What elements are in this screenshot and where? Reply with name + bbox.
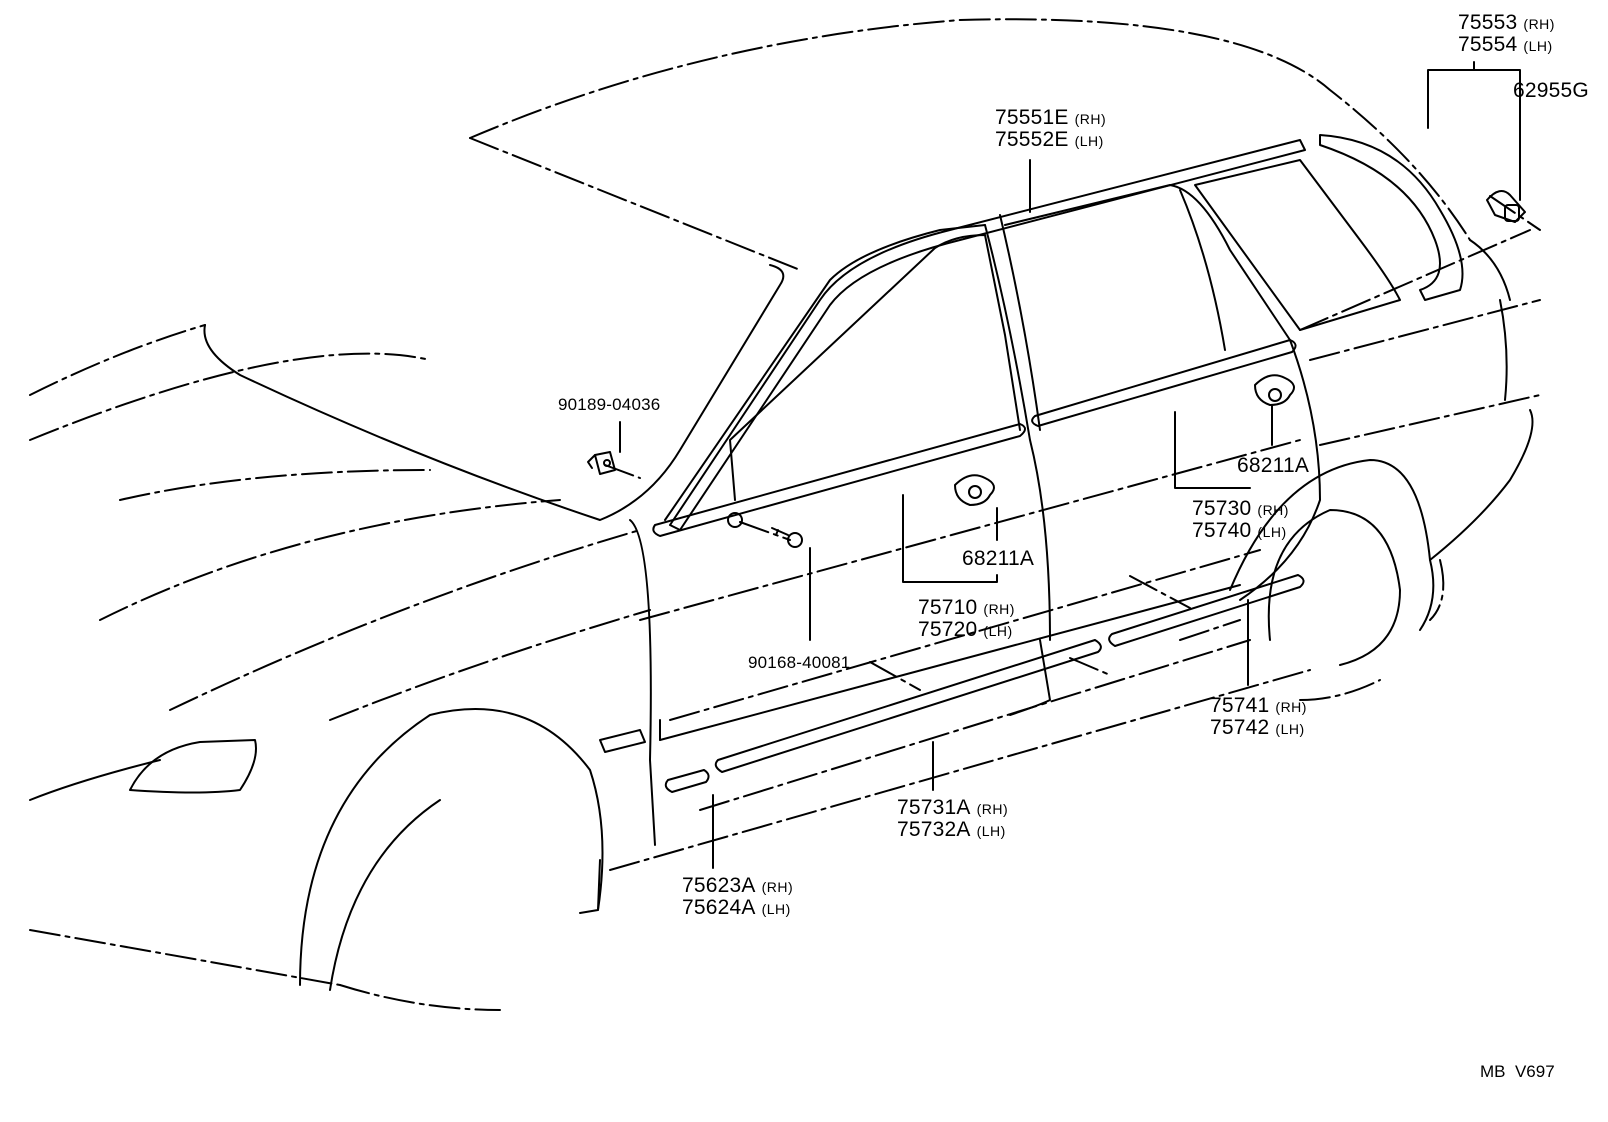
part-number: 75624A [682, 896, 756, 919]
callout-75730-75740: 75730 (RH) 75740 (LH) [1192, 498, 1289, 541]
front-belt-molding [652, 423, 1026, 537]
drawing-code: MB V697 [1480, 1062, 1555, 1081]
clip-68211a-front-icon [954, 474, 995, 506]
part-number: 62955G [1513, 79, 1589, 102]
roof-side-molding [669, 139, 1306, 531]
screw-90168-icon [771, 527, 803, 548]
side-label: (LH) [1523, 38, 1553, 54]
part-number: 75552E [995, 128, 1069, 151]
side-label: (LH) [983, 623, 1013, 639]
part-number: 75731A [897, 796, 971, 819]
part-number: 75740 [1192, 519, 1252, 542]
side-label: (LH) [1275, 721, 1305, 737]
car-body-solid-lines [29, 159, 1534, 991]
rear-side-molding [1108, 574, 1305, 647]
side-label: (LH) [1257, 524, 1287, 540]
side-label: (RH) [1275, 699, 1307, 715]
part-number: 75553 [1458, 11, 1518, 34]
callout-75551e-75552e: 75551E (RH) 75552E (LH) [995, 107, 1106, 150]
part-number: 68211A [1237, 454, 1310, 477]
car-body-outline [29, 18, 1541, 1011]
clip-68211a-rear-icon [1254, 374, 1295, 406]
callout-68211a-front: 68211A [962, 548, 1034, 569]
part-number: 90189-04036 [558, 395, 661, 414]
callout-75623a-75624a: 75623A (RH) 75624A (LH) [682, 875, 793, 918]
leader-lines [619, 61, 1521, 869]
side-label: (RH) [1257, 502, 1289, 518]
callout-75553-75554: 75553 (RH) 75554 (LH) [1458, 12, 1555, 55]
callout-68211a-rear: 68211A [1237, 455, 1309, 476]
callout-90168-40081: 90168-40081 [748, 654, 850, 672]
front-side-molding [714, 639, 1102, 773]
callout-75710-75720: 75710 (RH) 75720 (LH) [918, 597, 1015, 640]
fender-molding [664, 769, 710, 793]
side-label: (RH) [983, 601, 1015, 617]
side-label: (LH) [976, 823, 1006, 839]
roof-rear-molding [1319, 134, 1464, 301]
side-label: (RH) [1074, 111, 1107, 127]
part-number: 75623A [682, 874, 756, 897]
part-number: 75742 [1210, 716, 1270, 739]
callout-75741-75742: 75741 (RH) 75742 (LH) [1210, 695, 1307, 738]
side-label: (RH) [976, 801, 1009, 817]
rear-belt-molding [1031, 339, 1297, 427]
pillar-grommet-icon [727, 512, 743, 528]
side-label: (LH) [1074, 133, 1104, 149]
callout-90189-04036: 90189-04036 [558, 396, 660, 414]
side-label: (LH) [761, 901, 791, 917]
side-label: (RH) [1523, 16, 1555, 32]
callout-62955g: 62955G [1513, 80, 1589, 101]
part-number: 75720 [918, 618, 978, 641]
part-number: 68211A [962, 547, 1035, 570]
part-number: 75551E [995, 106, 1069, 129]
part-number: 75710 [918, 596, 978, 619]
part-number: 75730 [1192, 497, 1252, 520]
clip-62955g-icon [1486, 190, 1526, 223]
part-number: 75554 [1458, 33, 1518, 56]
callout-75731a-75732a: 75731A (RH) 75732A (LH) [897, 797, 1008, 840]
part-number: 90168-40081 [748, 653, 851, 672]
screw-90189-icon [587, 451, 616, 475]
side-label: (RH) [761, 879, 794, 895]
part-number: 75732A [897, 818, 971, 841]
part-number: 75741 [1210, 694, 1270, 717]
